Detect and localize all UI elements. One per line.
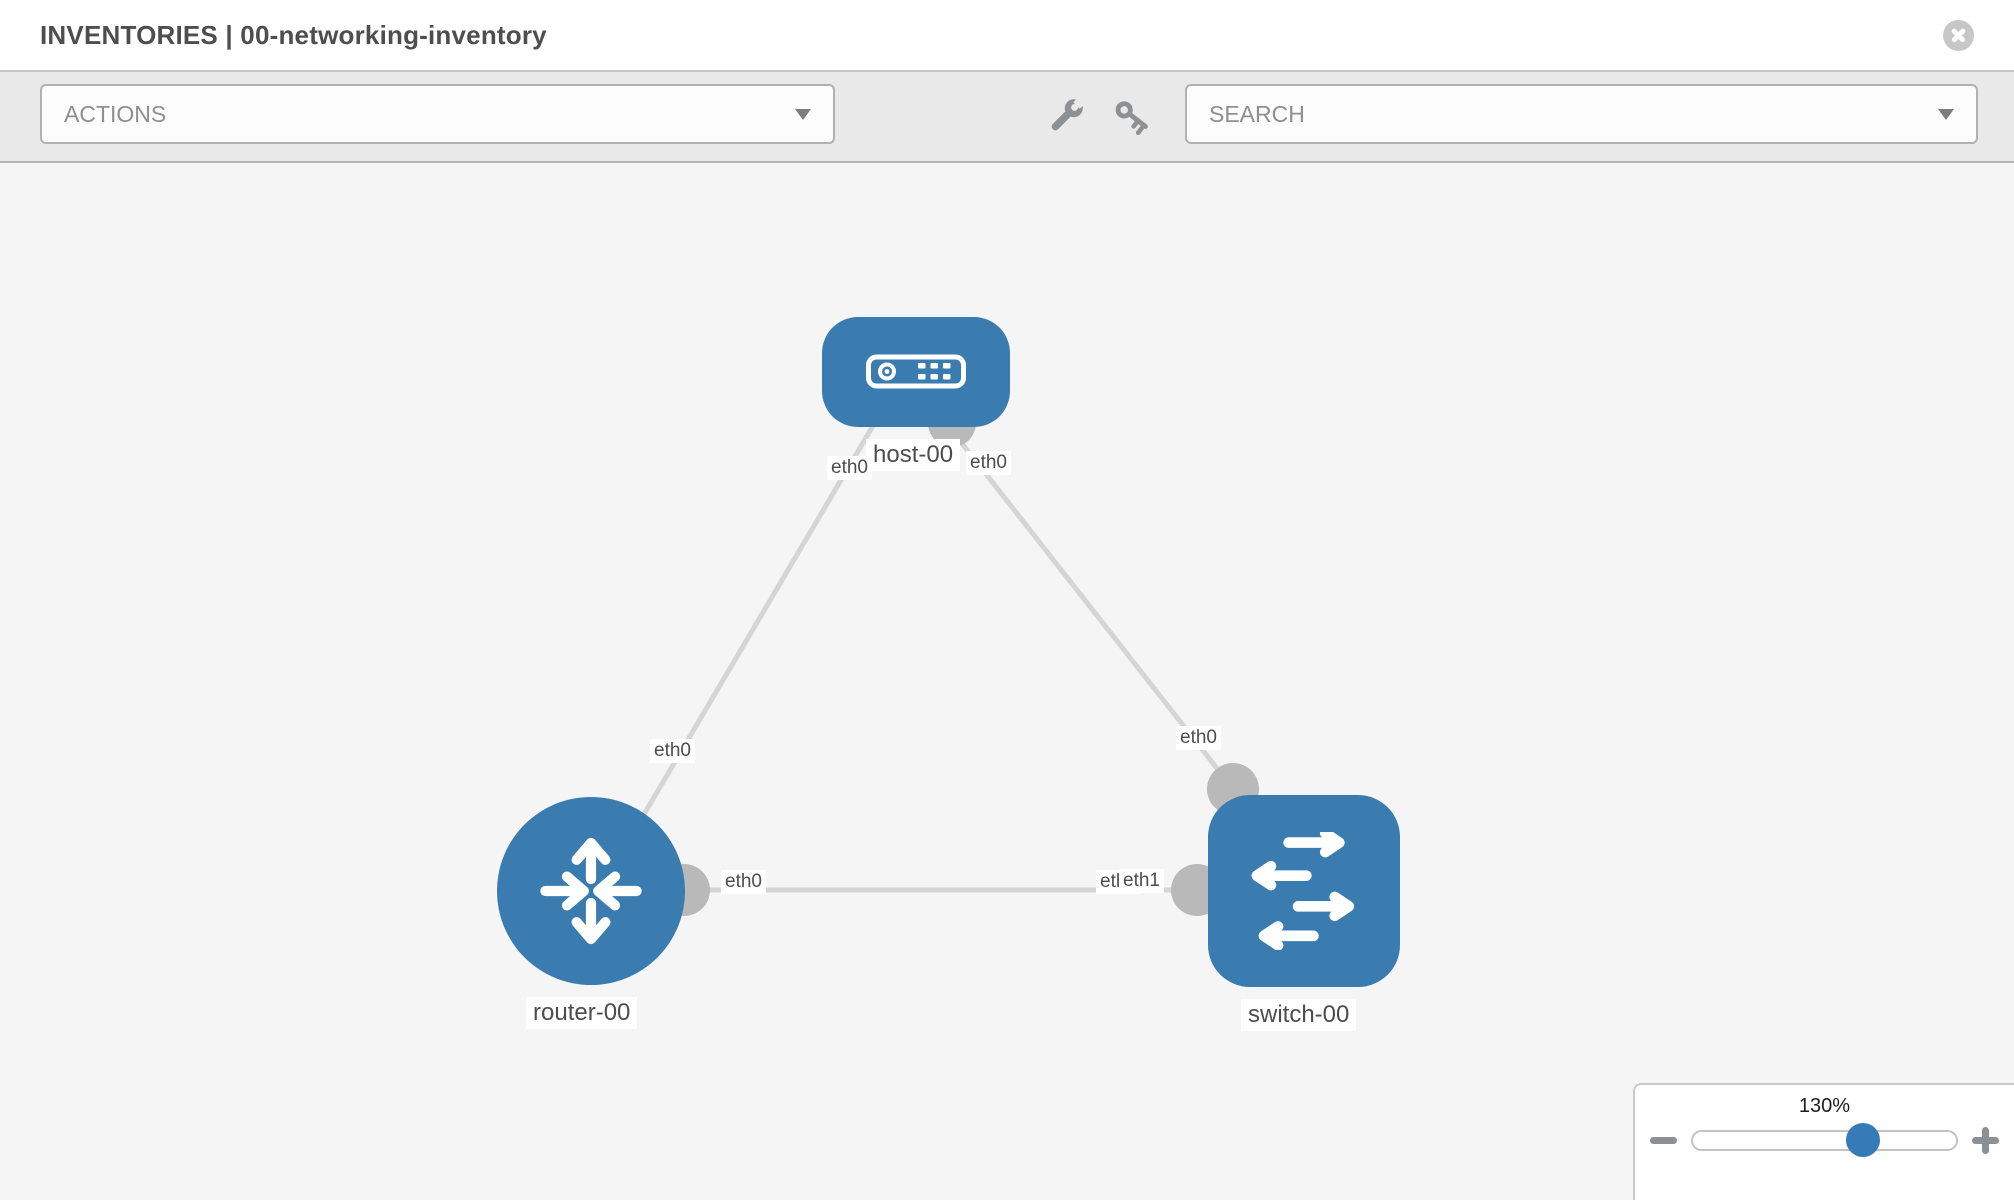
zoom-level-value: 130%: [1798, 1095, 1851, 1117]
interface-label-router-switch-router-end: eth0: [721, 870, 766, 894]
host-device-icon: [866, 354, 966, 389]
chevron-down-icon: [795, 108, 811, 120]
search-dropdown[interactable]: SEARCH: [1185, 84, 1978, 144]
interface-label-host-switch-host-end: eth0: [966, 451, 1011, 475]
actions-dropdown-label: ACTIONS: [64, 100, 167, 127]
chevron-down-icon: [1938, 108, 1954, 120]
topology-links-layer: [627, 399, 1259, 916]
zoom-in-icon[interactable]: [1972, 1127, 1999, 1154]
wrench-icon[interactable]: [1044, 94, 1088, 138]
node-host[interactable]: [822, 317, 1010, 427]
zoom-out-icon[interactable]: [1650, 1137, 1677, 1144]
node-switch[interactable]: [1208, 795, 1400, 987]
header: INVENTORIES | 00-networking-inventory: [0, 0, 2014, 72]
search-dropdown-label: SEARCH: [1209, 100, 1305, 127]
actions-dropdown[interactable]: ACTIONS: [40, 84, 835, 144]
close-icon[interactable]: [1943, 19, 1974, 51]
zoom-slider-thumb[interactable]: [1846, 1123, 1880, 1157]
toolbar: ACTIONS SEARCH: [0, 72, 2014, 163]
zoom-slider-track[interactable]: [1691, 1123, 1958, 1157]
interface-label-host-router-router-end: eth0: [650, 739, 695, 763]
page-title: INVENTORIES | 00-networking-inventory: [40, 19, 547, 50]
zoom-control-panel: 130%: [1633, 1083, 2014, 1200]
router-icon: [540, 837, 642, 945]
node-label-switch[interactable]: switch-00: [1241, 999, 1357, 1031]
zoom-slider-row: [1635, 1123, 2014, 1157]
node-label-host[interactable]: host-00: [866, 439, 961, 471]
node-label-router[interactable]: router-00: [526, 997, 638, 1029]
interface-label-router-switch-switch-end: eth1: [1119, 869, 1164, 893]
key-icon[interactable]: [1110, 94, 1154, 138]
interface-label-host-router-host-end: eth0: [827, 456, 872, 480]
topology-canvas[interactable]: host-00 router-00 switch-00 eth0 eth0 et…: [0, 163, 2014, 1200]
node-router[interactable]: [497, 797, 685, 985]
interface-label-host-switch-switch-end: eth0: [1176, 726, 1221, 750]
switch-icon: [1251, 832, 1355, 950]
